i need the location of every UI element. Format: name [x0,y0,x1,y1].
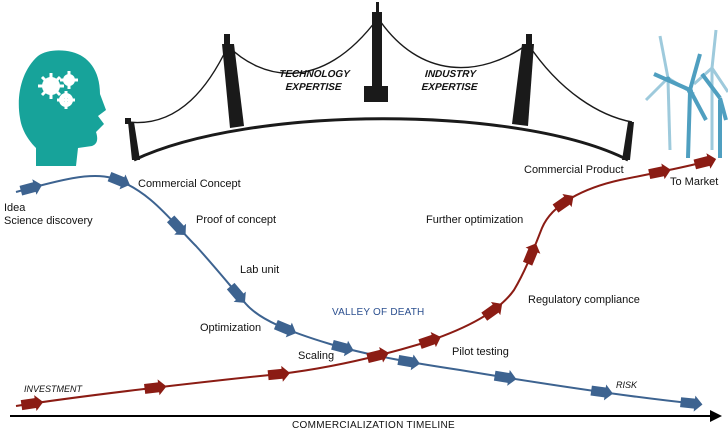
stage-commercial-product: Commercial Product [524,164,624,176]
investment-label: INVESTMENT [24,384,83,394]
investment-arrow-7 [522,243,541,266]
head-gears-icon [18,50,106,166]
investment-arrow-5 [418,331,441,349]
industry-expertise-label: INDUSTRY EXPERTISE [421,69,478,93]
investment-arrow-9 [648,163,671,180]
risk-arrow-6 [331,340,354,357]
stage-scaling: Scaling [298,350,335,362]
investment-arrow-10 [693,153,717,170]
risk-arrow-9 [590,384,613,401]
risk-arrow-4 [226,282,246,303]
bridge-icon [125,2,634,162]
stage-science-discovery: Science discovery [4,215,93,227]
stage-pilot-testing: Pilot testing [452,346,509,358]
risk-label: RISK [616,380,638,390]
stage-lab-unit: Lab unit [240,264,280,276]
investment-curve [15,159,713,407]
stage-regulatory-compliance: Regulatory compliance [528,294,640,306]
stage-further-optimization: Further optimization [426,214,524,226]
investment-arrow-3 [267,365,290,382]
stage-idea: Idea [4,202,26,214]
risk-arrow-1 [19,179,43,196]
stage-to-market: To Market [670,176,719,188]
risk-curve [15,175,699,405]
risk-arrow-8 [493,370,517,386]
investment-arrow-2 [144,379,167,396]
risk-arrow-3 [166,215,187,236]
risk-arrow-10 [680,395,703,412]
timeline-label: COMMERCIALIZATION TIMELINE [292,420,455,431]
timeline-axis [10,410,722,422]
wind-turbines-icon [644,29,728,159]
stage-proof-of-concept: Proof of concept [196,214,277,226]
investment-curve-arrows [20,153,717,412]
investment-arrow-1 [20,395,44,412]
risk-arrow-5 [273,320,297,338]
risk-arrow-2 [107,172,130,190]
valley-of-death-label: VALLEY OF DEATH [332,307,425,318]
investment-arrow-8 [552,193,574,213]
investment-arrow-6 [481,302,503,321]
stage-commercial-concept: Commercial Concept [138,178,241,190]
risk-arrow-7 [397,354,420,371]
technology-expertise-label: TECHNOLOGY EXPERTISE [278,69,351,93]
investment-arrow-4 [366,346,389,364]
risk-curve-arrows [19,172,703,412]
stage-optimization: Optimization [200,322,262,334]
